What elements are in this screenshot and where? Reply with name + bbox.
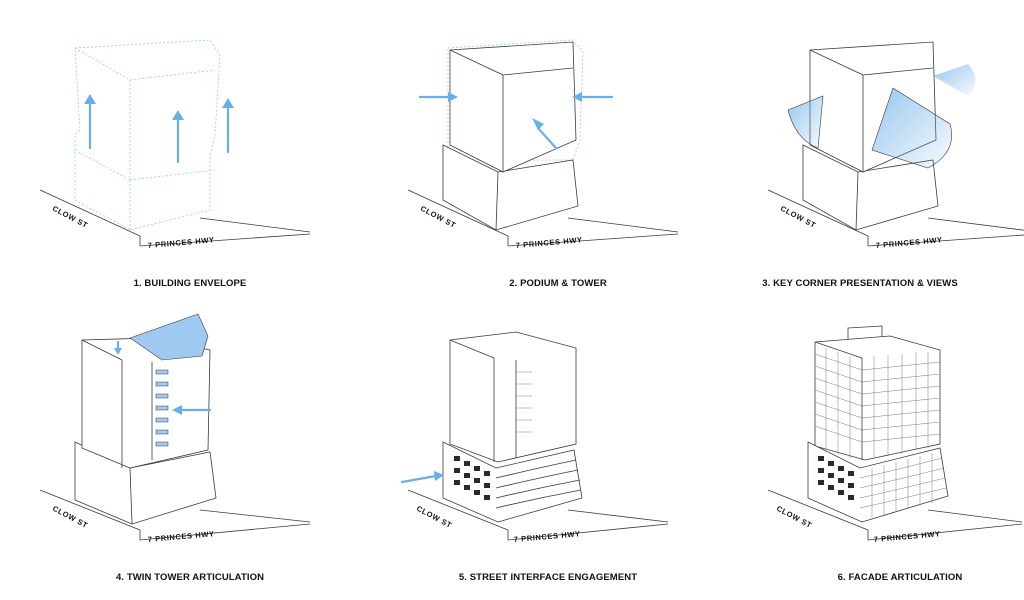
street-label-right: 7 PRINCES HWY: [873, 529, 941, 544]
view-cone-icon: [787, 95, 824, 149]
view-cone-icon: [933, 64, 976, 96]
street-label-left: CLOW ST: [415, 504, 453, 530]
podium-windows: [454, 456, 490, 500]
street-label-left: CLOW ST: [779, 204, 817, 230]
panel-caption: 4. TWIN TOWER ARTICULATION: [115, 572, 265, 583]
street-label-right: 7 PRINCES HWY: [515, 235, 583, 250]
floor-slabs: [155, 369, 169, 447]
roof-highlight: [129, 313, 209, 361]
podium-tower-drawing: CLOW ST 7 PRINCES HWY: [407, 39, 679, 250]
panel-building-envelope: CLOW ST 7 PRINCES HWY 1. BUILDING ENVELO…: [39, 20, 340, 310]
envelope-drawing: CLOW ST 7 PRINCES HWY: [39, 39, 311, 250]
street-label-left: CLOW ST: [51, 204, 89, 230]
street-label-right: 7 PRINCES HWY: [513, 529, 581, 544]
panel-caption: 5. STREET INTERFACE ENGAGEMENT: [458, 572, 638, 583]
right-arrow-icon: [400, 474, 438, 484]
diagonal-arrow-icon: [536, 126, 558, 150]
panel-facade-articulation: CLOW ST 7 PRINCES HWY 6. FACADE ARTICULA…: [760, 310, 1024, 600]
panel-caption: 3. KEY CORNER PRESENTATION & VIEWS: [762, 278, 958, 289]
twin-tower-drawing: CLOW ST 7 PRINCES HWY: [39, 313, 311, 544]
street-label-right: 7 PRINCES HWY: [147, 529, 215, 544]
panel-caption: 1. BUILDING ENVELOPE: [133, 278, 247, 289]
street-label-left: CLOW ST: [419, 204, 457, 230]
street-interface-drawing: CLOW ST 7 PRINCES HWY: [400, 331, 669, 544]
tower-facade-grid: [814, 348, 941, 458]
panel-twin-tower: CLOW ST 7 PRINCES HWY 4. TWIN TOWER ARTI…: [39, 310, 340, 600]
panel-street-interface: CLOW ST 7 PRINCES HWY 5. STREET INTERFAC…: [398, 310, 698, 600]
key-corner-drawing: CLOW ST 7 PRINCES HWY: [767, 41, 1024, 250]
podium-windows: [818, 456, 854, 500]
view-cone-icon: [871, 87, 952, 169]
street-label-left: CLOW ST: [775, 504, 813, 530]
panel-caption: 6. FACADE ARTICULATION: [837, 572, 963, 583]
podium-bands: [495, 459, 582, 509]
facade-articulation-drawing: CLOW ST 7 PRINCES HWY: [767, 325, 1023, 544]
panel-key-corner: CLOW ST 7 PRINCES HWY 3. KEY CORNER PRES…: [762, 20, 1024, 310]
tower-floor-lines: [516, 371, 532, 433]
street-label-right: 7 PRINCES HWY: [875, 235, 943, 250]
podium-facade-grid: [859, 453, 947, 518]
panel-caption: 2. PODIUM & TOWER: [509, 278, 607, 289]
street-label-right: 7 PRINCES HWY: [147, 235, 215, 250]
panel-podium-tower: CLOW ST 7 PRINCES HWY 2. PODIUM & TOWER: [407, 20, 708, 310]
